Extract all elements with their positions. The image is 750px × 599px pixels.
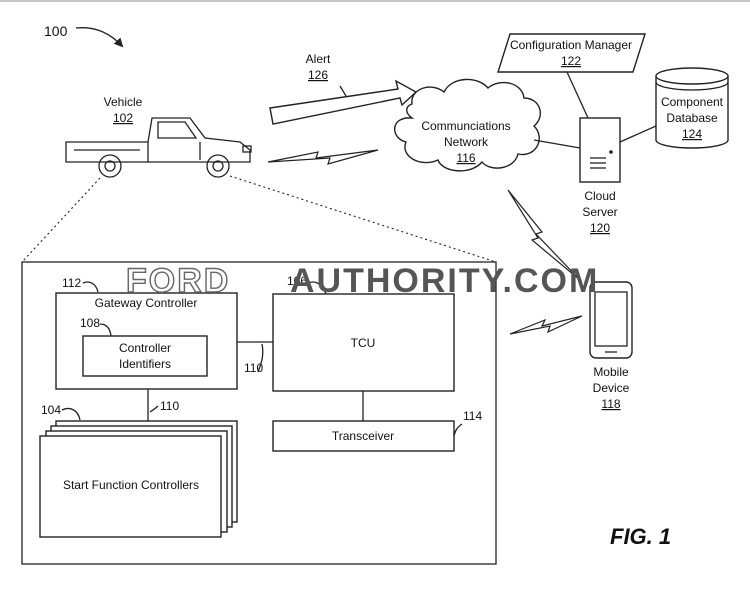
pickup-truck-icon xyxy=(65,117,252,178)
tcu-label: TCU xyxy=(351,336,376,350)
database-cylinder-icon xyxy=(655,76,729,149)
alert-ref: 126 xyxy=(308,68,328,82)
database-label-line1: Component xyxy=(661,95,724,109)
database-label-line2: Database xyxy=(666,111,718,125)
start-controllers-box xyxy=(39,435,222,538)
bus-ref-b: 110 xyxy=(160,399,179,413)
alert: Alert 126 xyxy=(269,52,418,125)
mobile-device: Mobile Device 118 xyxy=(589,281,633,411)
config-manager-shape xyxy=(497,33,646,73)
config-manager-ref: 122 xyxy=(561,54,581,68)
network-label-line2: Network xyxy=(444,135,489,149)
zoom-line-right xyxy=(229,175,497,263)
gateway-label: Gateway Controller xyxy=(95,296,198,310)
vehicle-label: Vehicle xyxy=(104,95,143,109)
alert-leader xyxy=(339,85,347,97)
communications-network: Communciations Network 116 xyxy=(394,78,542,172)
watermark-ford: FORD xyxy=(126,262,230,300)
start-controllers-ref: 104 xyxy=(41,403,61,417)
transceiver-box xyxy=(272,420,455,452)
server-label-line2: Server xyxy=(582,205,617,219)
identifiers-ref: 108 xyxy=(80,316,100,330)
vehicle-ref: 102 xyxy=(113,111,133,125)
mobile-label-line2: Device xyxy=(593,381,630,395)
network-label-line1: Communciations xyxy=(421,119,510,133)
figure-label: FIG. 1 xyxy=(610,524,671,549)
watermark-authority: AUTHORITY.COM xyxy=(290,262,599,300)
vehicle-detail-frame xyxy=(21,261,497,565)
mobile-label-line1: Mobile xyxy=(593,365,629,379)
identifiers-box xyxy=(82,335,208,377)
mobile-ref: 118 xyxy=(601,397,620,411)
cloud-server: Cloud Server 120 xyxy=(579,117,621,235)
network-ref: 116 xyxy=(456,151,475,165)
phone-icon xyxy=(589,281,633,359)
identifiers-label-line1: Controller xyxy=(119,341,171,355)
database-ref: 124 xyxy=(682,127,702,141)
gateway-ref: 112 xyxy=(62,276,81,290)
wireless-link-mobile-icon xyxy=(507,189,581,281)
figure-ref-number: 100 xyxy=(44,23,68,39)
zoom-line-left xyxy=(21,177,101,263)
figure-ref-100: 100 xyxy=(44,23,124,48)
identifiers-label-line2: Identifiers xyxy=(119,357,171,371)
cloud-icon xyxy=(394,78,542,172)
tcu: TCU 106 xyxy=(272,274,455,392)
start-controllers-label: Start Function Controllers xyxy=(63,478,199,492)
server-label-line1: Cloud xyxy=(584,189,615,203)
tcu-ref: 106 xyxy=(287,274,307,288)
alert-arrow-icon xyxy=(269,79,418,125)
component-database: Component Database 124 xyxy=(655,67,729,149)
transceiver-label: Transceiver xyxy=(332,429,394,443)
transceiver: Transceiver 114 xyxy=(272,391,482,452)
link-server-database xyxy=(619,125,657,143)
alert-label: Alert xyxy=(306,52,331,66)
start-function-controllers: Start Function Controllers 104 xyxy=(39,403,238,538)
transceiver-ref: 114 xyxy=(463,409,482,423)
watermark: FORD AUTHORITY.COM xyxy=(125,261,599,300)
server-icon xyxy=(579,117,621,183)
server-ref: 120 xyxy=(590,221,610,235)
ref-arrow xyxy=(75,27,124,48)
vehicle: Vehicle 102 xyxy=(65,95,252,178)
wireless-link-vehicle-icon xyxy=(267,149,379,165)
config-manager-label: Configuration Manager xyxy=(510,38,632,52)
link-network-server xyxy=(533,139,581,149)
wireless-link-tcu-icon xyxy=(509,315,583,335)
link-config-server xyxy=(566,71,589,119)
bus-ref-a: 110 xyxy=(244,361,263,375)
tcu-box xyxy=(272,293,455,392)
controller-identifiers: Controller Identifiers 108 xyxy=(80,316,208,377)
configuration-manager: Configuration Manager 122 xyxy=(497,33,646,73)
